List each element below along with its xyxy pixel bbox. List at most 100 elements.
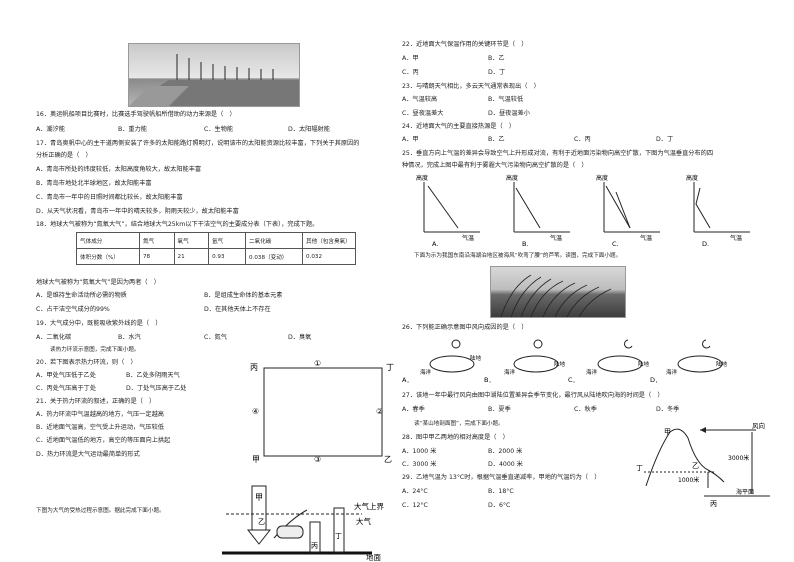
q19-stem: 19．大气成分中，既能吸收紫外线的是（ ） <box>36 320 162 327</box>
q28-option-a[interactable]: A．1000 米 <box>402 448 437 455</box>
q23-option-d[interactable]: D．昼夜温差小 <box>488 110 530 117</box>
q29-option-b[interactable]: B．18°C <box>488 488 514 495</box>
q23-stem: 23．与晴朗天气相比，多云天气通常表现出（ ） <box>402 83 540 90</box>
q21-option-c[interactable]: C．近地面气温低的地方，高空的等压面向上拱起 <box>36 437 171 444</box>
table-cell: 78 <box>139 248 175 265</box>
svg-text:B．: B． <box>484 376 495 384</box>
q27-option-d[interactable]: D．冬季 <box>656 406 680 413</box>
q22-option-c[interactable]: C．丙 <box>402 69 419 76</box>
q20-option-c[interactable]: C．丙处气压高于丁处 <box>36 385 97 392</box>
mountain-h1: 3000米 <box>728 454 749 462</box>
q16-option-b[interactable]: B．重力能 <box>118 126 147 133</box>
label-bing: 丙 <box>250 363 258 372</box>
q24-option-c[interactable]: C．丙 <box>574 136 591 143</box>
q23-option-b[interactable]: B．气温较低 <box>488 96 524 103</box>
q22-option-b[interactable]: B．乙 <box>488 55 505 62</box>
q24-option-d[interactable]: D．丁 <box>656 136 674 143</box>
table-cell: 0.93 <box>208 248 246 265</box>
mountain-bing: 丙 <box>710 500 717 508</box>
q18-option-c[interactable]: C．占干洁空气成分的99% <box>36 306 110 313</box>
heat-label-ground: 地面 <box>366 552 381 562</box>
q26-stem: 26．下列能正确示意图中风向成因的是（ ） <box>402 324 528 331</box>
graph-b: 高度 气温 B. <box>506 174 570 248</box>
svg-text:C.: C. <box>612 240 619 248</box>
graph-d: 高度 气温 D. <box>686 174 750 248</box>
q16-option-c[interactable]: C．生物能 <box>204 126 234 133</box>
q27-option-c[interactable]: C．秋季 <box>574 406 597 413</box>
label-yi: 乙 <box>384 455 392 464</box>
q20-option-a[interactable]: A．甲处气压低于乙处 <box>36 372 96 379</box>
q21-stem: 21．关于热力环流的叙述，正确的是（ ） <box>36 398 156 405</box>
q17-option-a[interactable]: A．青岛市所处的纬度较低，太阳高度角较大，故太阳能丰富 <box>36 166 202 173</box>
q18-option-a[interactable]: A．是维持生命活动所必需的物质 <box>36 292 127 299</box>
label-n1: ① <box>314 359 321 368</box>
table-cell: 0.038（变动） <box>245 248 303 265</box>
q28-option-c[interactable]: C．3000 米 <box>402 461 437 468</box>
table-cell: 氮气 <box>139 232 175 249</box>
q17-option-d[interactable]: D．从天气状况看，青岛市一年中的晴天较多，阴雨天较少，故太阳能丰富 <box>36 208 239 215</box>
q21-option-a[interactable]: A．热力环流中气温越高的地方，气压一定越高 <box>36 411 164 418</box>
heat-label-ding: 丁 <box>335 532 342 540</box>
svg-text:陆地: 陆地 <box>638 360 650 368</box>
q27-option-b[interactable]: B．夏季 <box>488 406 511 413</box>
q16-stem: 16．奥运帆船项目比赛时，比赛选手驾驶帆船所借助的动力来源是（ ） <box>36 111 236 118</box>
q20-option-b[interactable]: B．乙处多阴雨天气 <box>126 372 180 379</box>
q18-option-b[interactable]: B．是组成生命体的基本元素 <box>204 292 283 299</box>
heat-label-bing: 丙 <box>311 542 318 550</box>
note-thermal-circulation: 读热力环流示意图，完成下面小题。 <box>50 347 140 353</box>
svg-text:高度: 高度 <box>596 174 608 182</box>
heat-label-atm: 大气 <box>356 516 371 526</box>
q16-option-d[interactable]: D．太阳辐射能 <box>288 126 330 133</box>
q21-option-b[interactable]: B．近地面气温高，空气受上升运动，气压较低 <box>36 424 164 431</box>
note-reeds: 下面为示为我国东南沿海湖泊地区被海风“吹弯了腰”的芦苇。读图，完成下面小题。 <box>414 253 622 259</box>
q20-option-d[interactable]: D．丁处气压高于乙处 <box>126 385 187 392</box>
q16-option-a[interactable]: A．潮汐能 <box>36 126 65 133</box>
svg-text:高度: 高度 <box>416 174 428 182</box>
photo-lamps-icon <box>129 54 299 106</box>
q17-stem-1: 17．青岛奥帆中心的主干道两侧安装了许多的太阳能路灯照明灯，说明该市的太阳能资源… <box>36 140 360 147</box>
table-row: 体积分数（%） 78 21 0.93 0.038（变动） 0.032 <box>76 248 356 265</box>
svg-text:陆地: 陆地 <box>470 354 482 362</box>
svg-text:气温: 气温 <box>730 234 742 242</box>
svg-text:D．: D． <box>650 376 662 384</box>
mountain-wind: 风向 <box>752 421 765 430</box>
q17-stem-2: 分析正确的是（ ） <box>36 152 92 159</box>
q19-option-c[interactable]: C．氮气 <box>204 334 227 341</box>
q18-option-d[interactable]: D．在其他天体上不存在 <box>204 306 271 313</box>
q24-option-b[interactable]: B．乙 <box>488 136 505 143</box>
q21-option-d[interactable]: D．热力环流是大气运动最简单的形式 <box>36 451 140 458</box>
q19-option-d[interactable]: D．臭氧 <box>288 334 312 341</box>
q20-stem: 20．若下图表示热力环流，则（ ） <box>36 359 137 366</box>
q28-option-d[interactable]: D．4000 米 <box>488 461 523 468</box>
option-b-diagram: 陆地 海洋 B． <box>484 339 566 384</box>
heat-label-jia: 甲 <box>255 493 263 502</box>
q19-option-a[interactable]: A．二氧化碳 <box>36 334 72 341</box>
q27-option-a[interactable]: A．春季 <box>402 406 425 413</box>
q29-option-c[interactable]: C．12°C <box>402 502 428 509</box>
label-n4: ④ <box>252 407 259 416</box>
table-cell: 0.032 <box>302 248 356 265</box>
svg-text:气温: 气温 <box>462 234 474 242</box>
svg-text:海洋: 海洋 <box>504 368 516 376</box>
q17-option-c[interactable]: C．青岛市一年中的日照时间都比较长，故太阳能丰富 <box>36 194 183 201</box>
q22-option-d[interactable]: D．丁 <box>488 69 506 76</box>
table-cell: 二氧化碳 <box>245 232 303 249</box>
q24-option-a[interactable]: A．甲 <box>402 136 419 143</box>
q19-option-b[interactable]: B．水汽 <box>118 334 141 341</box>
q22-option-a[interactable]: A．甲 <box>402 55 419 62</box>
label-jia: 甲 <box>252 455 260 464</box>
q17-option-b[interactable]: B．青岛市地处北半球地区，故太阳能丰富 <box>36 180 152 187</box>
q29-option-a[interactable]: A．24°C <box>402 488 428 495</box>
q29-option-d[interactable]: D．6°C <box>488 502 511 509</box>
heat-label-top: 大气上界 <box>354 501 384 511</box>
q23-option-c[interactable]: C．昼夜温差大 <box>402 110 444 117</box>
note-mountain: 读“某山地剖面图”，完成下面小题。 <box>414 421 504 427</box>
svg-text:海洋: 海洋 <box>420 368 432 376</box>
svg-text:陆地: 陆地 <box>716 360 728 368</box>
atmospheric-heating-diagram: 甲 乙 丙 丁 大气上界 大气 地面 <box>222 485 384 562</box>
mountain-sea: 海平面 <box>736 488 754 496</box>
q23-option-a[interactable]: A．气温较高 <box>402 96 438 103</box>
svg-text:A.: A. <box>432 240 438 248</box>
q28-option-b[interactable]: B．2000 米 <box>488 448 523 455</box>
table-cell: 21 <box>173 248 210 265</box>
